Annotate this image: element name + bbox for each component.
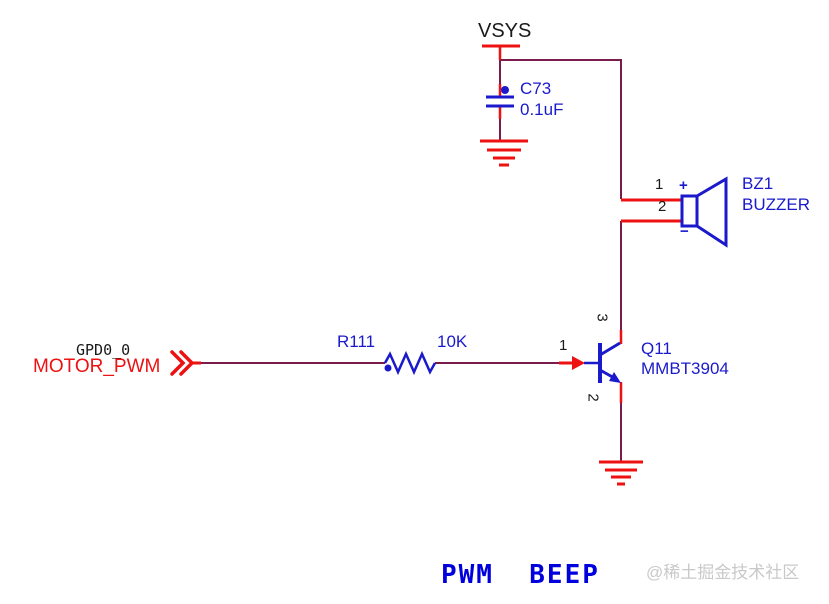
input-port-chevron-icon: [170, 350, 195, 376]
buzzer-value: BUZZER: [742, 195, 810, 214]
power-net-label: VSYS: [478, 20, 532, 42]
buzzer-pin2-number: 2: [658, 198, 667, 215]
sheet-title: PWM BEEP: [441, 560, 600, 590]
junction-dot-icon: [501, 86, 509, 94]
port-net-label: MOTOR_PWM: [33, 356, 161, 377]
port-pin-name: GPD0_0: [76, 341, 131, 359]
buzzer-speaker-icon: [680, 176, 728, 248]
resistor-icon: [383, 350, 437, 376]
buzzer-ref: BZ1: [742, 174, 774, 193]
npn-transistor-icon: [584, 341, 621, 383]
transistor-pin-base-number: 1: [559, 337, 568, 354]
red-pins: [192, 44, 682, 403]
wire-vsys-to-buzzer1: [500, 59, 622, 199]
signal-arrow-icon: [572, 356, 585, 370]
buzzer-minus-sign: −: [680, 223, 689, 240]
transistor-pin-collector-number: 3: [593, 313, 611, 322]
buzzer-pin1-number: 1: [655, 176, 664, 193]
transistor-pin-emitter-number: 2: [584, 393, 602, 402]
junction-dot-icon: [384, 364, 392, 372]
resistor-ref: R111: [337, 332, 376, 351]
resistor-value: 10K: [437, 332, 468, 351]
ground-icon-cap: [480, 139, 528, 167]
watermark: @稀土掘金技术社区: [646, 563, 800, 582]
transistor-value: MMBT3904: [641, 359, 729, 378]
capacitor-ref: C73: [520, 79, 552, 98]
buzzer-plus-sign: +: [679, 177, 688, 194]
ground-icon-emitter: [599, 460, 643, 486]
wire-net: [198, 59, 622, 461]
capacitor-value: 0.1uF: [520, 100, 564, 119]
transistor-ref: Q11: [641, 339, 672, 358]
capacitor-icon: [486, 86, 514, 108]
